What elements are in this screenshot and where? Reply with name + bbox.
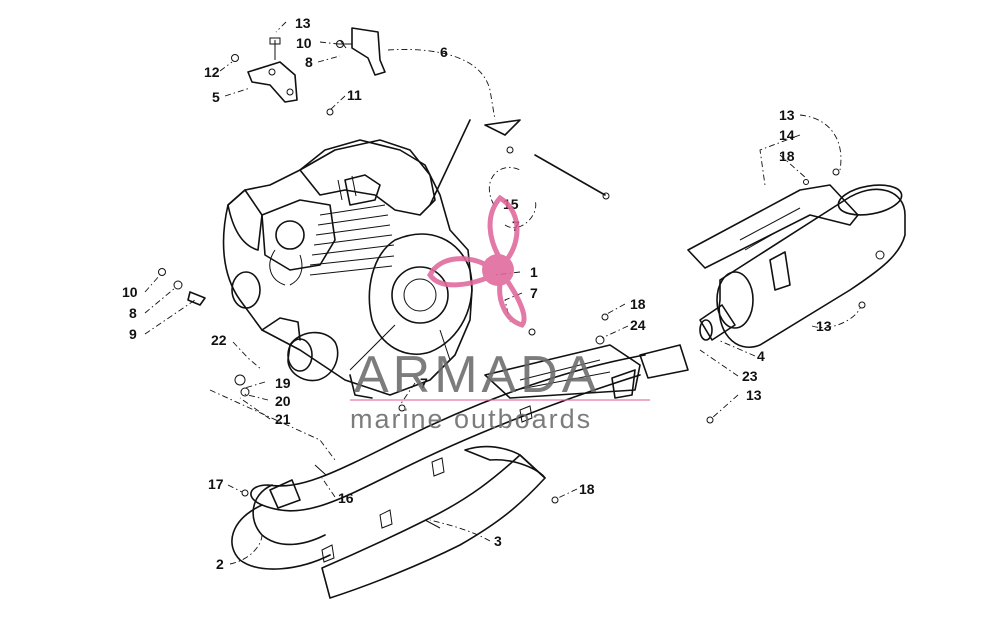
- pipe-heat-shield-24: [484, 344, 641, 399]
- callout-20: 20: [275, 393, 291, 409]
- callout-3: 3: [494, 533, 502, 549]
- callout-21: 21: [275, 411, 291, 427]
- callout-23: 23: [742, 368, 758, 384]
- callout-17: 17: [208, 476, 224, 492]
- watermark-tagline: marine outboards: [350, 404, 592, 434]
- callout-labels: 13 10 6 8 12 5 11 13 14 18 15 7 1 7 10 8…: [122, 15, 832, 572]
- watermark: ARMADA marine outboards: [350, 194, 650, 434]
- propeller-logo: [427, 194, 527, 328]
- exhaust-pipe-2: [231, 344, 689, 570]
- callout-16: 16: [338, 490, 354, 506]
- callout-19: 19: [275, 375, 291, 391]
- pipe-heat-shield-3: [321, 445, 546, 599]
- callout-14: 14: [779, 127, 795, 143]
- callout-1: 1: [530, 264, 538, 280]
- callout-9: 9: [129, 326, 137, 342]
- muffler-assembly: [699, 184, 906, 348]
- watermark-brand: ARMADA: [354, 346, 600, 404]
- callout-13: 13: [779, 107, 795, 123]
- callout-4: 4: [757, 348, 765, 364]
- muffler-heat-shield-14: [687, 184, 859, 291]
- engine-mount-bracket-6: [338, 27, 386, 76]
- hardware-fasteners: [158, 40, 866, 504]
- callout-13: 13: [816, 318, 832, 334]
- callout-11: 11: [347, 87, 362, 103]
- callout-18: 18: [579, 481, 595, 497]
- support-rod: [429, 119, 610, 206]
- callout-7: 7: [530, 285, 538, 301]
- callout-8: 8: [305, 54, 313, 70]
- callout-24: 24: [630, 317, 646, 333]
- callout-8: 8: [129, 305, 137, 321]
- callout-2: 2: [216, 556, 224, 572]
- callout-10: 10: [122, 284, 138, 300]
- callout-13: 13: [746, 387, 762, 403]
- callout-22: 22: [211, 332, 227, 348]
- engine-mount-bracket-5: [247, 37, 298, 103]
- callout-7: 7: [420, 375, 428, 391]
- leader-lines: [144, 21, 861, 565]
- callout-18: 18: [779, 148, 795, 164]
- callout-6: 6: [440, 44, 448, 60]
- callout-18: 18: [630, 296, 646, 312]
- engine-assembly: [222, 139, 473, 399]
- callout-12: 12: [204, 64, 220, 80]
- callout-10: 10: [296, 35, 312, 51]
- callout-13: 13: [295, 15, 311, 31]
- callout-5: 5: [212, 89, 220, 105]
